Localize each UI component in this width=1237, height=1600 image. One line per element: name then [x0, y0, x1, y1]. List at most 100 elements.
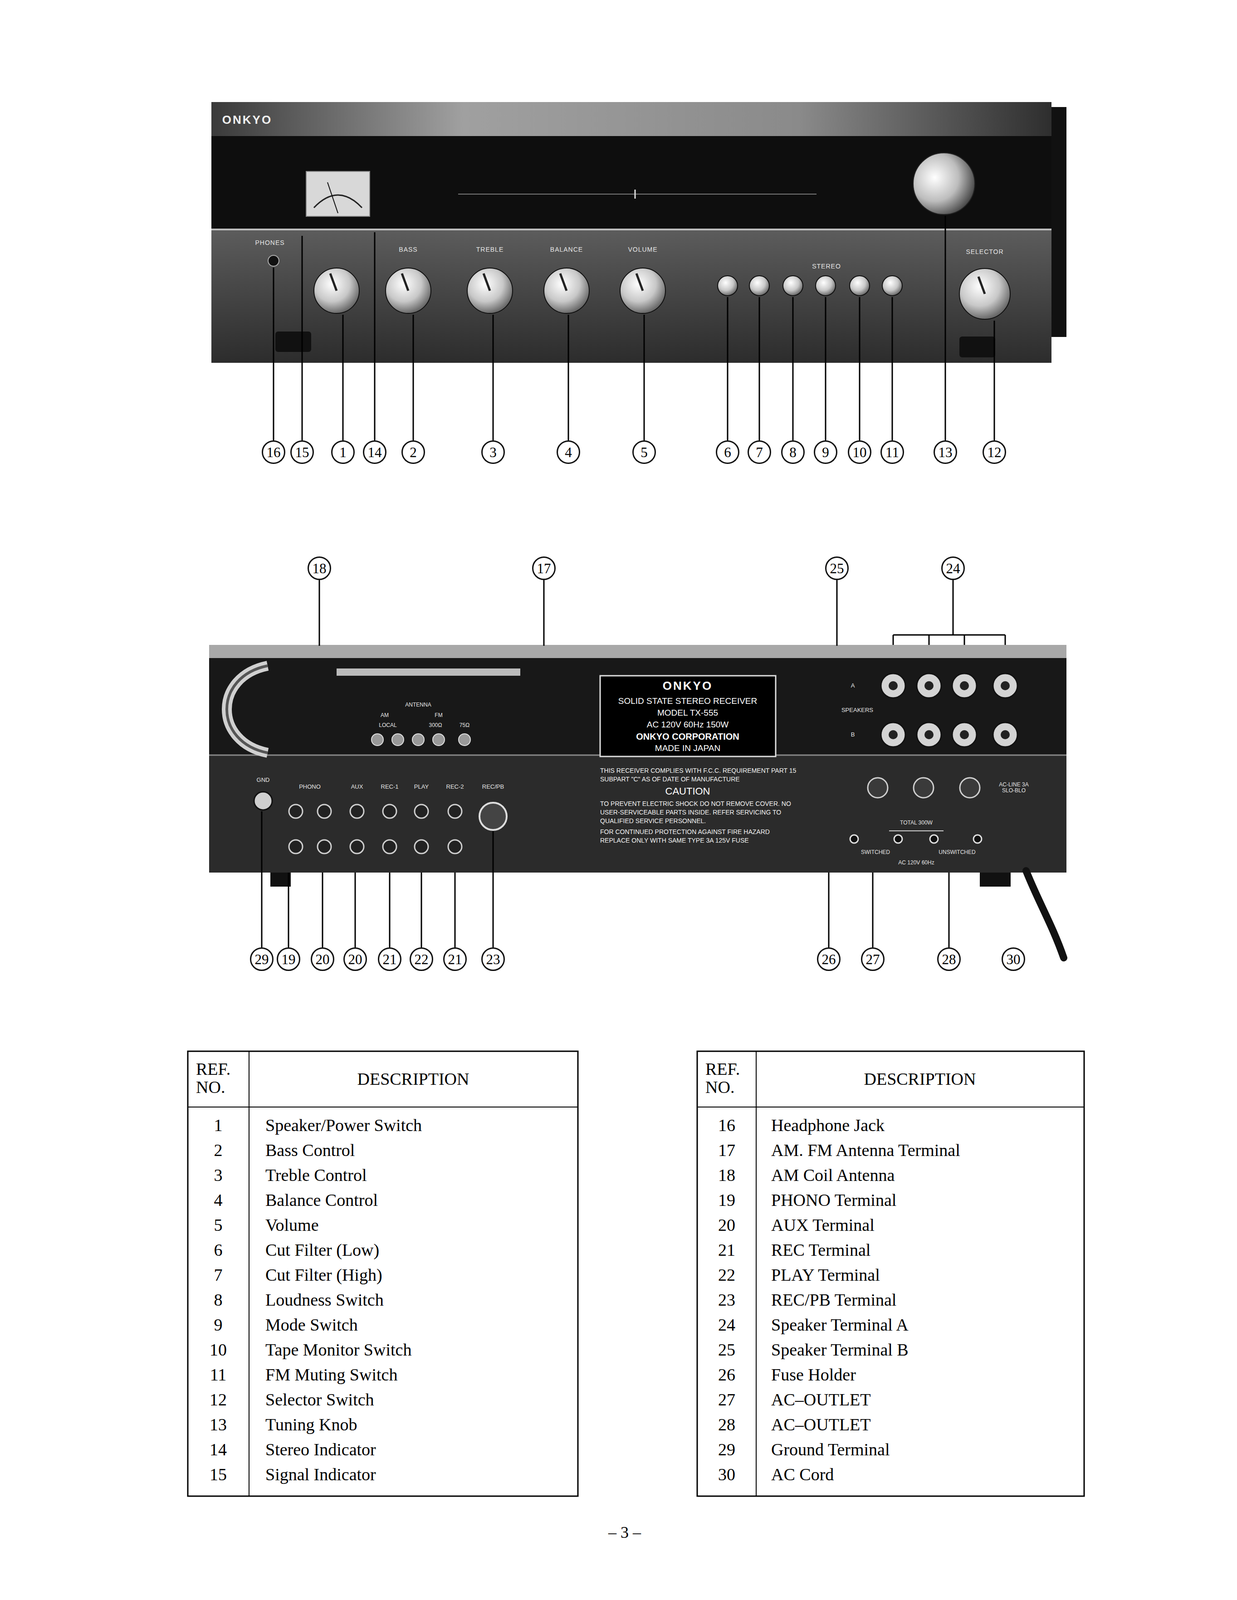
fuse-holder: [959, 777, 980, 798]
terminal-legend: SWITCHED: [860, 849, 890, 856]
leader-line: [492, 314, 494, 441]
table-rule: [248, 1051, 250, 1497]
rca-jack: [382, 840, 397, 854]
callout-number: 30: [1001, 947, 1026, 972]
callout-number: 8: [781, 440, 805, 465]
table-cell: 14: [209, 1440, 227, 1460]
knob-pointer: [978, 276, 985, 294]
terminal-hole: [1000, 681, 1010, 691]
leader-line: [1004, 635, 1007, 646]
table-cell: AUX Terminal: [771, 1216, 875, 1236]
leader-line: [389, 872, 391, 948]
terminal-legend: 75Ω: [459, 722, 470, 729]
table-cell: 7: [214, 1266, 223, 1286]
rca-jack: [350, 804, 364, 819]
antenna-terminal: [458, 733, 471, 746]
speaker-terminal: [916, 722, 942, 748]
table-cell: Cut Filter (Low): [265, 1241, 380, 1261]
table-cell: Fuse Holder: [771, 1365, 856, 1385]
table-cell: FM Muting Switch: [265, 1365, 398, 1385]
callout-number: 18: [307, 556, 332, 581]
leader-line: [354, 872, 357, 948]
speaker-terminal: [952, 722, 977, 748]
outlet-bracket: [889, 830, 944, 832]
table-cell: 23: [718, 1290, 736, 1311]
din-socket: [479, 802, 507, 831]
callout-number: 9: [813, 440, 838, 465]
callout-number: 24: [941, 556, 965, 581]
tuning-knob: [913, 152, 975, 215]
plate-text: ONKYO CORPORATION: [635, 731, 739, 742]
leader-line: [567, 314, 570, 441]
callout-number: 26: [816, 947, 841, 972]
leader-line: [727, 297, 729, 441]
callout-number: 10: [847, 440, 872, 465]
table-cell: Volume: [265, 1216, 319, 1236]
rca-jack: [288, 804, 303, 819]
leader-line: [993, 320, 996, 441]
table-cell: 22: [718, 1266, 736, 1286]
brand-logo: ONKYO: [222, 113, 273, 127]
leader-line: [301, 235, 304, 441]
rca-jack: [317, 840, 332, 854]
speaker-terminal: [880, 722, 906, 748]
rear-foot: [270, 872, 291, 887]
table-cell: 1: [214, 1116, 223, 1136]
callout-number: 21: [443, 947, 467, 972]
ac-outlet: [929, 835, 939, 844]
antenna-terminal: [412, 733, 425, 746]
table-cell: Tape Monitor Switch: [265, 1340, 412, 1360]
ac-outlet: [973, 835, 982, 844]
push-switch: [717, 275, 738, 296]
terminal-legend: AM: [380, 712, 389, 719]
am-coil-core: [226, 665, 268, 753]
control-knob: [385, 268, 431, 314]
table-header: DESCRIPTION: [356, 1070, 470, 1090]
table-rule: [755, 1051, 757, 1497]
terminal-legend: LOCAL: [378, 722, 397, 729]
fuse-holder: [913, 777, 934, 798]
table-cell: 12: [209, 1390, 227, 1410]
table-cell: 4: [214, 1191, 223, 1211]
leader-line: [543, 580, 545, 646]
terminal-legend: 300Ω: [429, 722, 443, 729]
dial-glass: [211, 136, 1052, 230]
rca-jack: [448, 840, 462, 854]
terminal-legend: PLAY: [414, 783, 429, 791]
ac-outlet: [894, 835, 903, 844]
table-cell: Treble Control: [265, 1166, 367, 1186]
leader-line: [273, 267, 275, 441]
leader-line: [963, 635, 966, 646]
signal-meter: [306, 171, 370, 217]
table-cell: AM. FM Antenna Terminal: [771, 1141, 961, 1161]
terminal-legend: UNSWITCHED: [938, 849, 976, 856]
table-cell: 20: [718, 1216, 736, 1236]
ac-cord: [1026, 870, 1064, 959]
callout-number: 29: [249, 947, 274, 972]
leader-line: [928, 635, 930, 646]
leader-line: [825, 297, 827, 441]
speaker-terminal: [992, 722, 1018, 748]
control-knob: [543, 268, 590, 314]
table-cell: 3: [214, 1166, 223, 1186]
leader-line: [948, 872, 950, 948]
terminal-legend: FM: [434, 712, 443, 719]
terminal-legend: REC-2: [445, 783, 464, 791]
table-cell: Ground Terminal: [771, 1440, 890, 1460]
table-cell: Signal Indicator: [265, 1465, 377, 1485]
callout-number: 20: [343, 947, 367, 972]
meter-scale: [313, 195, 362, 208]
table-cell: Bass Control: [265, 1141, 355, 1161]
front-panel: [211, 102, 1052, 363]
table-cell: 19: [718, 1191, 736, 1211]
callout-number: 22: [409, 947, 434, 972]
table-header: DESCRIPTION: [863, 1070, 976, 1090]
plate-text: MODEL TX-555: [657, 708, 719, 719]
meter-needle: [327, 182, 338, 214]
leader-line: [828, 872, 830, 948]
leader-line: [492, 831, 494, 948]
callout-number: 13: [933, 440, 958, 465]
table-cell: PLAY Terminal: [771, 1266, 881, 1286]
push-switch: [815, 275, 836, 296]
